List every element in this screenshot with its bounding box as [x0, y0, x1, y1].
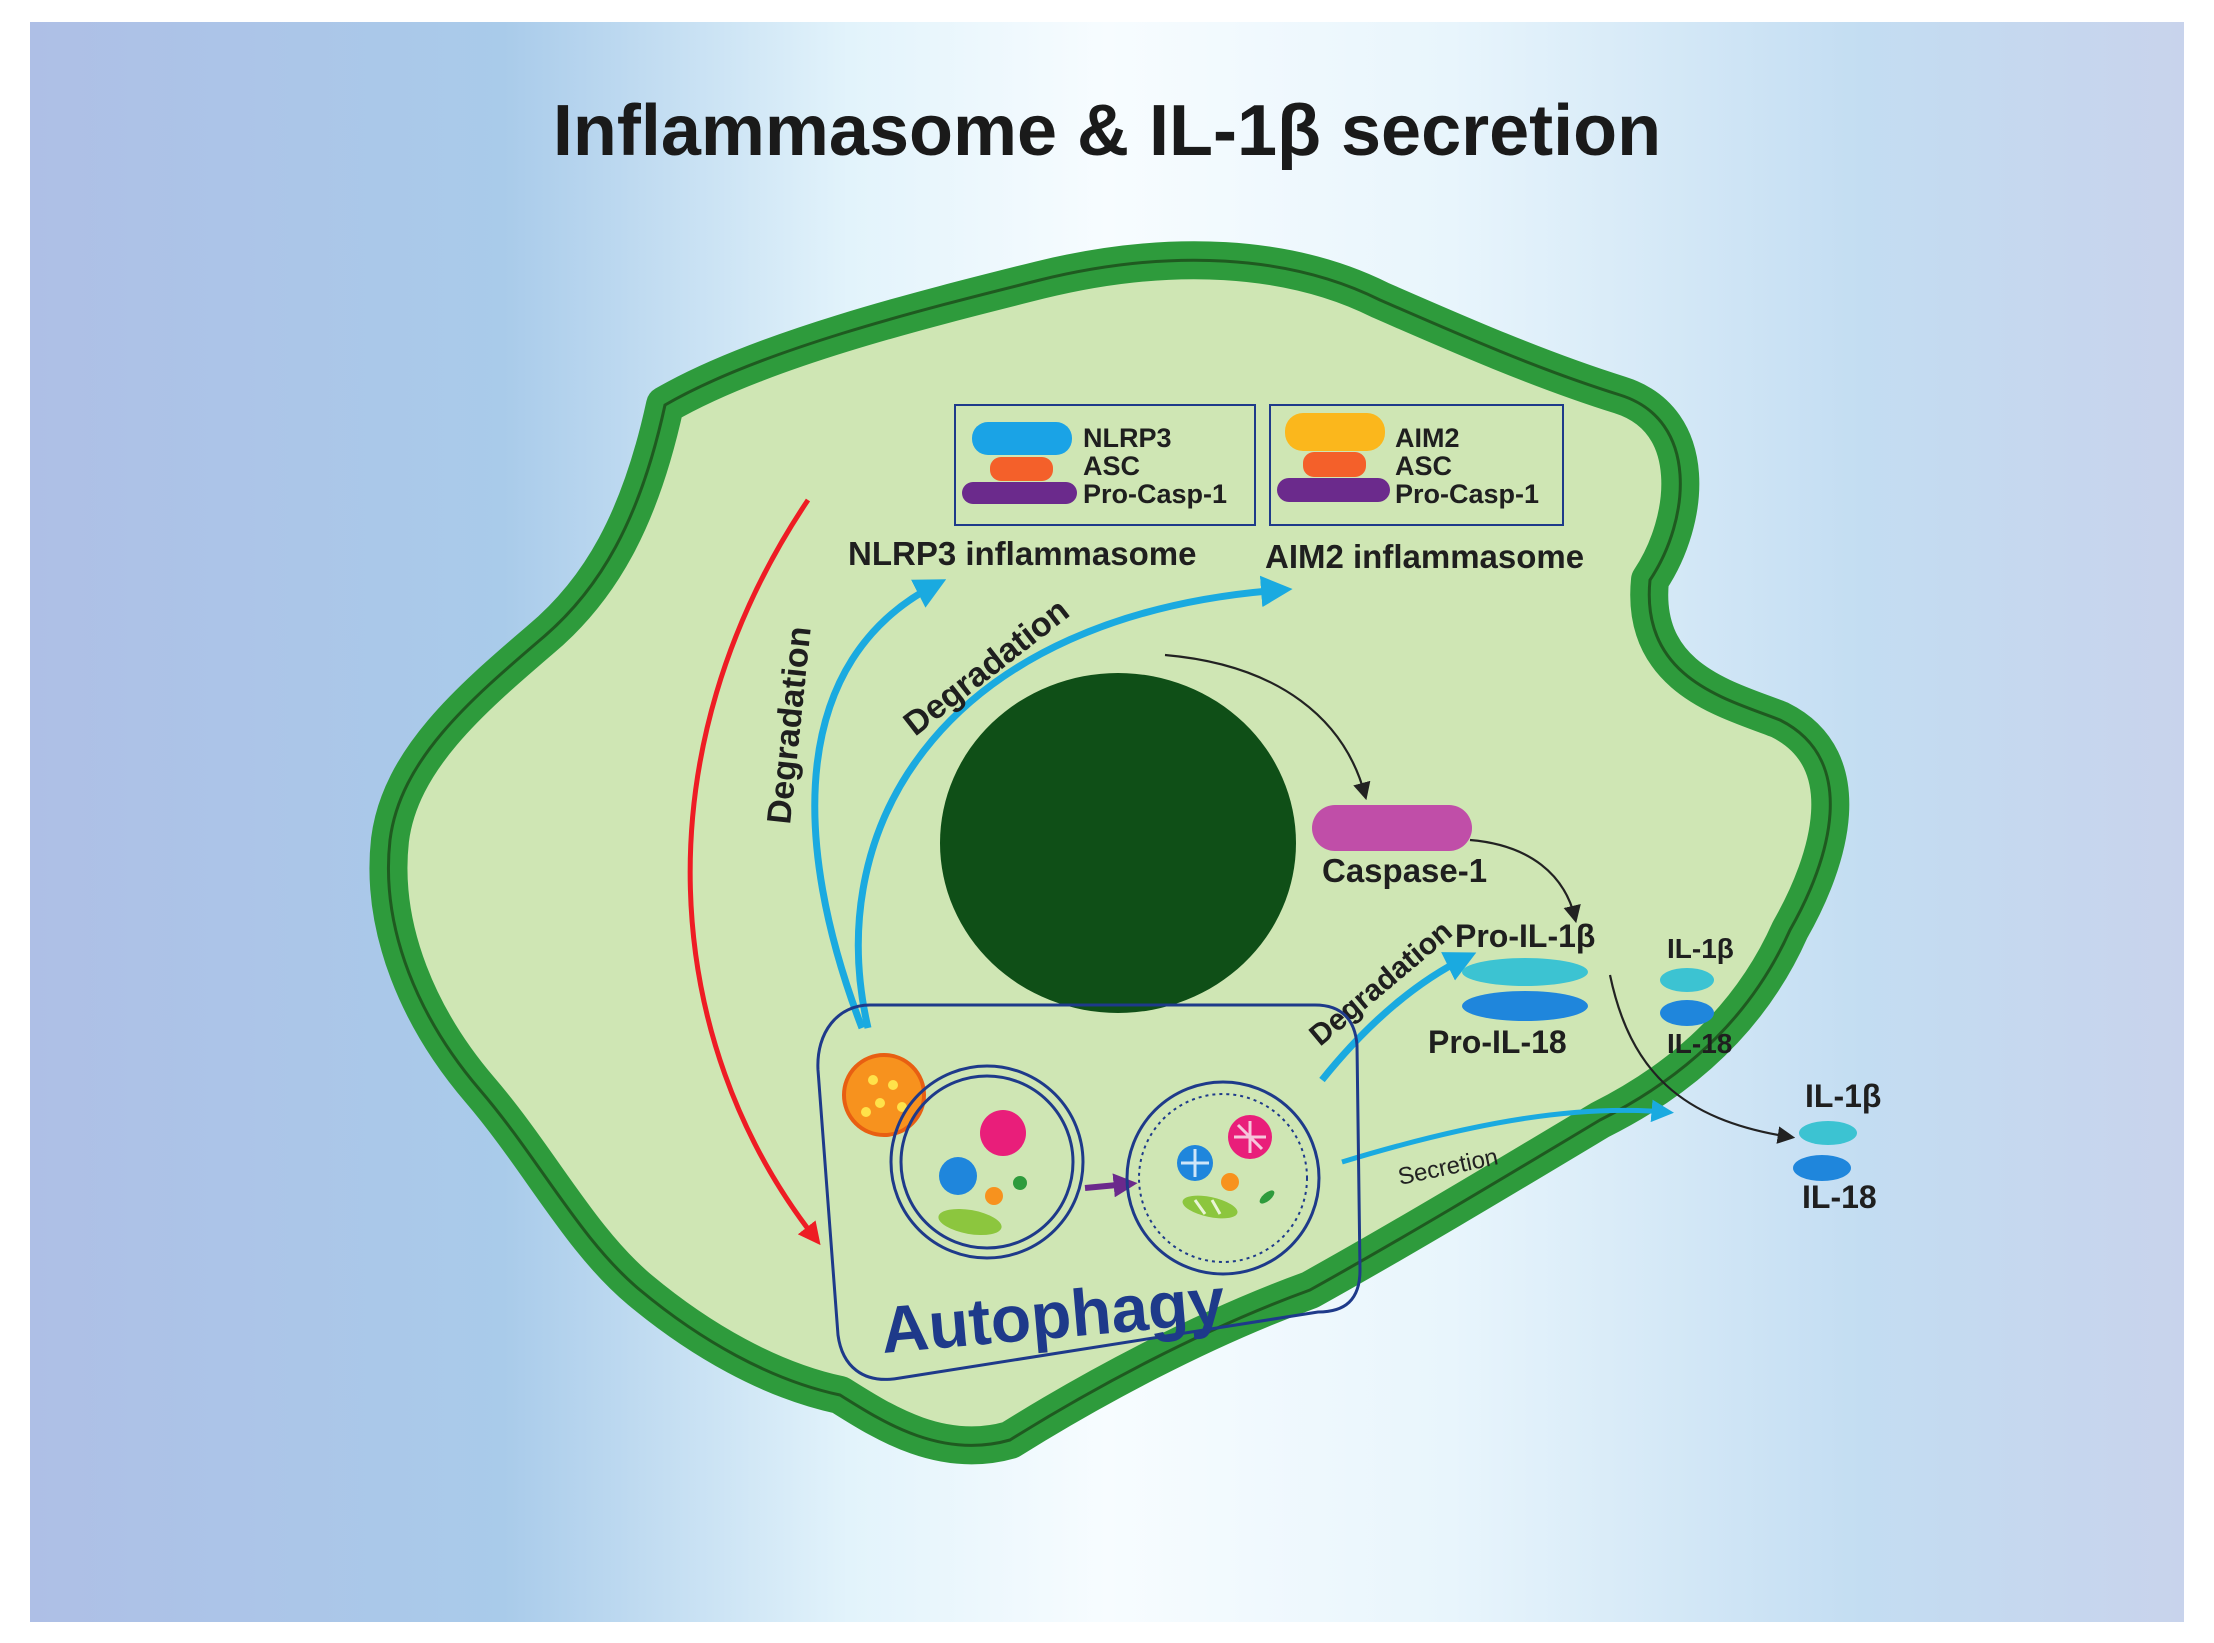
nlrp3-inflammasome-label: NLRP3 inflammasome [848, 535, 1196, 572]
aim2-box-line-1: AIM2 [1395, 423, 1460, 453]
degradation-arrow-to-pro-il [1319, 952, 1477, 1083]
il18-label-intracellular: IL-18 [1667, 1028, 1732, 1059]
secretion-arrow [1341, 1099, 1674, 1165]
cargo-mitochondrion [938, 1208, 1002, 1236]
arrow-to-caspase1 [1164, 653, 1371, 801]
nlrp3-pro-casp1-protein [962, 482, 1077, 504]
cargo-blue-organelle [939, 1157, 977, 1195]
aim2-inflammasome-box: AIM2 ASC Pro-Casp-1 [1269, 404, 1564, 526]
nlrp3-box-line-1: NLRP3 [1083, 423, 1172, 453]
degradation-arrow-to-aim2 [854, 575, 1293, 1029]
degradation-arrow-to-nlrp3 [811, 579, 947, 1030]
lysosome-dot [868, 1075, 878, 1085]
autophagy-frame [816, 1003, 1362, 1381]
arrow-to-extracellular-cytokines [1608, 974, 1796, 1144]
fusion-arrow [1084, 1173, 1138, 1198]
pro-il18-label: Pro-IL-18 [1428, 1024, 1567, 1060]
aim2-inflammasome-label: AIM2 inflammasome [1265, 538, 1584, 575]
pro-il18-protein [1462, 991, 1588, 1021]
nlrp3-asc-protein [990, 457, 1053, 481]
lysosome-dot [897, 1102, 907, 1112]
aim2-protein [1285, 413, 1385, 451]
degrading-blue-organelle-crack [1181, 1149, 1209, 1177]
autophagosome-inner-membrane [899, 1074, 1075, 1250]
lysosome-dot [861, 1107, 871, 1117]
degrading-green-organelle [1259, 1190, 1275, 1204]
nlrp3-box-frame [954, 404, 1256, 526]
nlrp3-inflammasome-box: NLRP3 ASC Pro-Casp-1 [954, 404, 1256, 526]
cargo-magenta-organelle [980, 1110, 1026, 1156]
aim2-box-frame [1269, 404, 1564, 526]
il18-label-extracellular: IL-18 [1802, 1179, 1877, 1215]
nlrp3-box-line-3: Pro-Casp-1 [1083, 479, 1227, 509]
caspase1-protein [1312, 805, 1472, 851]
degrading-mitochondrion-crack [1193, 1199, 1222, 1215]
autolysosome-outer-membrane [1125, 1080, 1321, 1276]
pro-il1b-label: Pro-IL-1β [1455, 918, 1595, 954]
nlrp3-protein [972, 422, 1072, 455]
degrading-orange-organelle [1221, 1173, 1239, 1191]
cell-membrane-inner-edge [386, 258, 1832, 1447]
il18-protein-extracellular [1793, 1155, 1851, 1181]
autolysosome-inner-membrane [1138, 1093, 1308, 1263]
nucleus [940, 673, 1296, 1013]
cargo-green-organelle [1013, 1176, 1027, 1190]
pro-il1b-protein [1462, 958, 1588, 986]
lysosome-dot [875, 1098, 885, 1108]
aim2-box-line-2: ASC [1395, 451, 1452, 481]
arrow-caspase1-to-pro-il1b [1469, 838, 1581, 924]
caspase1-label: Caspase-1 [1322, 852, 1487, 889]
il1b-label-intracellular: IL-1β [1667, 933, 1734, 964]
aim2-box-line-3: Pro-Casp-1 [1395, 479, 1539, 509]
il1b-protein-intracellular [1660, 968, 1714, 992]
diagram-title: Inflammasome & IL-1β secretion [553, 91, 1661, 171]
aim2-asc-protein [1303, 452, 1366, 477]
cargo-orange-organelle [985, 1187, 1003, 1205]
aim2-pro-casp1-protein [1277, 478, 1390, 502]
red-induction-arrow [687, 498, 821, 1246]
nlrp3-box-line-2: ASC [1083, 451, 1140, 481]
degrading-magenta-organelle-crack [1234, 1121, 1266, 1153]
il1b-label-extracellular: IL-1β [1805, 1078, 1881, 1114]
il18-protein-intracellular [1660, 1000, 1714, 1026]
il1b-protein-extracellular [1799, 1121, 1857, 1145]
autophagosome-outer-membrane [889, 1064, 1085, 1260]
lysosome-dot [888, 1080, 898, 1090]
